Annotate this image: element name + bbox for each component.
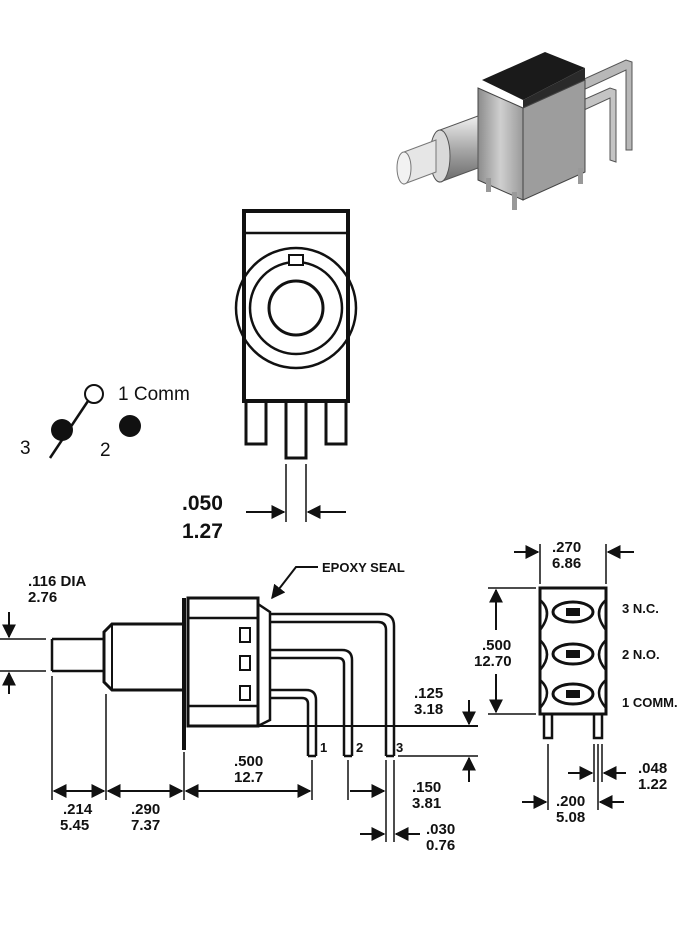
side-pin-1: 1 [320, 740, 327, 755]
end-pin-1-comm: 1 COMM. [622, 695, 678, 710]
plunger-dia-in: .116 DIA [28, 573, 87, 590]
lead-length-dimension: .500 12.7 [184, 753, 312, 798]
side-pin-2: 2 [356, 740, 363, 755]
standoff-mm: 3.18 [414, 701, 443, 718]
plunger-length-dimension: .214 5.45 [52, 784, 106, 834]
side-pin-3: 3 [396, 740, 403, 755]
end-width-dimension: .270 6.86 [514, 539, 634, 584]
end-width-mm: 6.86 [552, 555, 581, 572]
end-pin-3-nc: 3 N.C. [622, 601, 659, 616]
side-lead-width-in: .030 [426, 821, 455, 838]
front-lead-spacing-in: .050 [182, 492, 223, 515]
end-leg-spacing-dimension: .200 5.08 [522, 744, 624, 826]
standoff-in: .125 [414, 685, 443, 702]
front-lead-dimension: .050 1.27 [182, 464, 346, 543]
bushing-length-dimension: .290 7.37 [106, 784, 184, 834]
front-lead-spacing-mm: 1.27 [182, 520, 223, 543]
end-leg-spacing-mm: 5.08 [556, 809, 585, 826]
epoxy-seal-callout: EPOXY SEAL [271, 560, 405, 600]
plunger-len-in: .214 [63, 801, 93, 818]
switch-schematic: 1 Comm 3 2 [20, 384, 190, 461]
epoxy-seal-label: EPOXY SEAL [322, 560, 405, 575]
side-lead-width-mm: 0.76 [426, 837, 455, 854]
end-view: 3 N.C. 2 N.O. 1 COMM. [538, 586, 678, 740]
end-height-in: .500 [482, 637, 511, 654]
lead-pitch-mm: 3.81 [412, 795, 441, 812]
side-extension-lines [51, 676, 395, 842]
side-view: 1 2 3 [50, 596, 478, 758]
plunger-dia-dimension: .116 DIA 2.76 [0, 573, 87, 694]
lead-pitch-dimension: .150 3.81 [350, 779, 441, 812]
end-pin-2-no: 2 N.O. [622, 647, 660, 662]
end-leg-spacing-in: .200 [556, 793, 585, 810]
lead-len-mm: 12.7 [234, 769, 263, 786]
bushing-len-mm: 7.37 [131, 817, 160, 834]
plunger-dia-mm: 2.76 [28, 589, 57, 606]
front-view [234, 209, 358, 460]
plunger-len-mm: 5.45 [60, 817, 89, 834]
end-leg-width-dimension: .048 1.22 [568, 744, 667, 793]
schematic-pin-3: 3 [20, 438, 31, 459]
end-height-mm: 12.70 [474, 653, 512, 670]
end-height-dimension: .500 12.70 [474, 587, 536, 715]
end-width-in: .270 [552, 539, 581, 556]
bushing-len-in: .290 [131, 801, 160, 818]
end-leg-width-mm: 1.22 [638, 776, 667, 793]
switch-photo [396, 52, 633, 210]
lead-len-in: .500 [234, 753, 263, 770]
schematic-pin-2: 2 [100, 440, 111, 461]
lead-width-dimension: .030 0.76 [360, 821, 455, 854]
end-leg-width-in: .048 [638, 760, 667, 777]
schematic-pin-comm: 1 Comm [118, 384, 190, 405]
lead-pitch-in: .150 [412, 779, 441, 796]
standoff-dimension: .125 3.18 [398, 685, 478, 782]
